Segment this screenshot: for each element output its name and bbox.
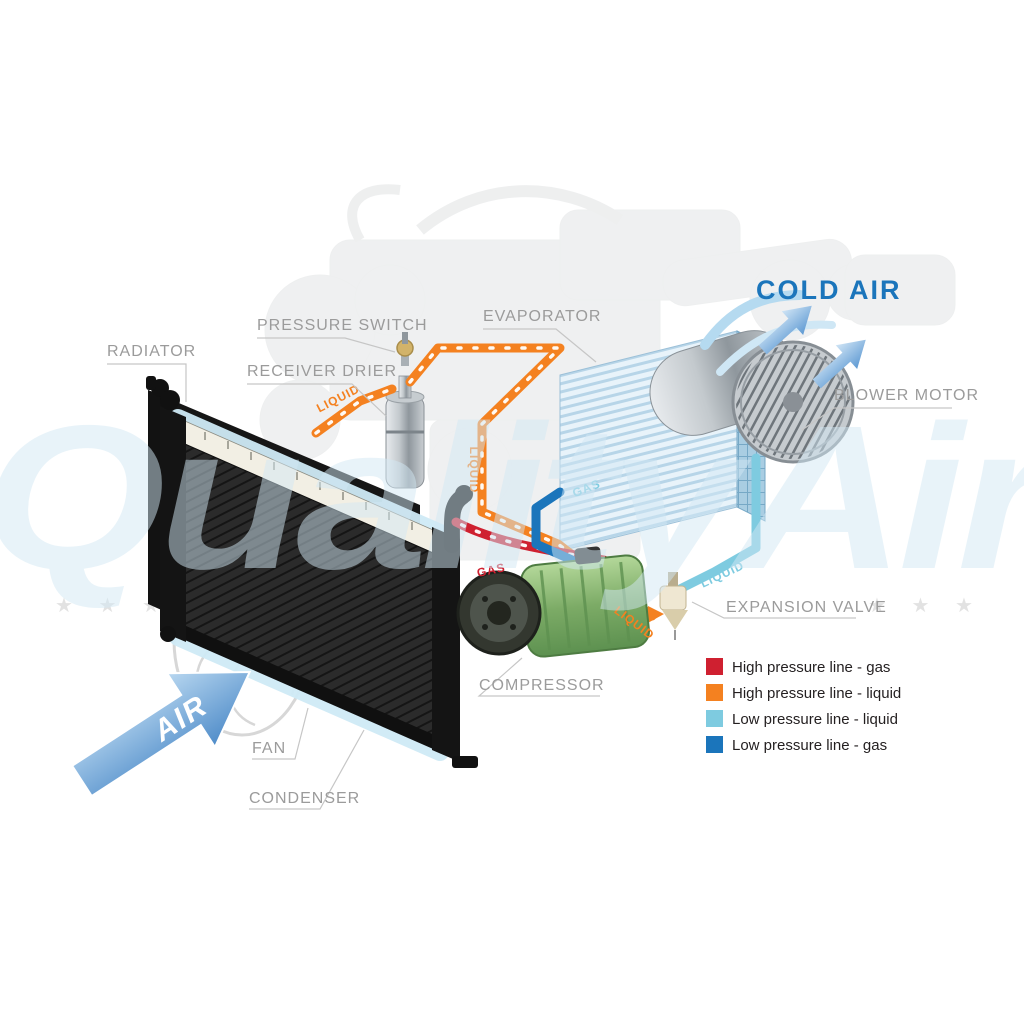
label-blower-motor: BLOWER MOTOR — [834, 387, 979, 404]
cold-air-arrow-icon — [812, 339, 866, 389]
lp-liquid-pipe — [673, 453, 761, 595]
pipe-flow-dashes — [408, 346, 654, 618]
condenser-panel — [160, 390, 478, 768]
legend-label: High pressure line - liquid — [732, 685, 901, 702]
legend-item: High pressure line - liquid — [706, 684, 901, 702]
cold-air-text: COLD AIR — [756, 275, 902, 305]
leader-lines — [107, 328, 952, 810]
legend-swatch-hp-liquid — [706, 684, 723, 701]
pipe-flow-dashes — [314, 387, 394, 435]
legend-item: Low pressure line - liquid — [706, 710, 898, 728]
legend-swatch-lp-liquid — [706, 710, 723, 727]
cold-air-arrows: COLD AIR — [700, 275, 902, 389]
label-condenser: CONDENSER — [249, 790, 360, 807]
air-arrow-icon: AIR — [70, 670, 252, 798]
flow-label-liquid: LIQUID — [467, 447, 481, 494]
label-radiator: RADIATOR — [107, 343, 196, 360]
legend-swatch-hp-gas — [706, 658, 723, 675]
flow-arrowhead — [646, 606, 664, 624]
legend-label: High pressure line - gas — [732, 659, 890, 676]
lp-gas-pipe — [531, 487, 577, 565]
label-compressor: COMPRESSOR — [479, 677, 605, 694]
pressure-switch — [396, 332, 414, 366]
compressor — [456, 546, 650, 658]
legend-label: Low pressure line - gas — [732, 737, 887, 754]
watermark-stars-left: ★ ★ ★ — [55, 595, 170, 617]
flow-label-gas: GAS — [476, 560, 507, 580]
blower-motor — [649, 330, 855, 464]
legend-item: High pressure line - gas — [706, 658, 890, 676]
expansion-valve — [659, 572, 688, 640]
label-expansion-valve: EXPANSION VALVE — [726, 599, 887, 616]
label-evaporator: EVAPORATOR — [483, 308, 601, 325]
legend-item: Low pressure line - gas — [706, 736, 887, 754]
legend: High pressure line - gas High pressure l… — [706, 658, 901, 754]
watermark-stars-right: ★ ★ ★ — [868, 595, 983, 617]
condenser-tank-ticks — [204, 432, 413, 530]
watermark-text: QualityAir — [0, 383, 1024, 612]
legend-swatch-lp-gas — [706, 736, 723, 753]
legend-label: Low pressure line - liquid — [732, 711, 898, 728]
label-pressure-switch: PRESSURE SWITCH — [257, 317, 428, 334]
label-receiver-drier: RECEIVER DRIER — [247, 363, 397, 380]
label-fan: FAN — [252, 740, 286, 757]
condenser-inlet-fitting — [160, 390, 180, 410]
cold-air-arrow-icon — [758, 305, 812, 355]
